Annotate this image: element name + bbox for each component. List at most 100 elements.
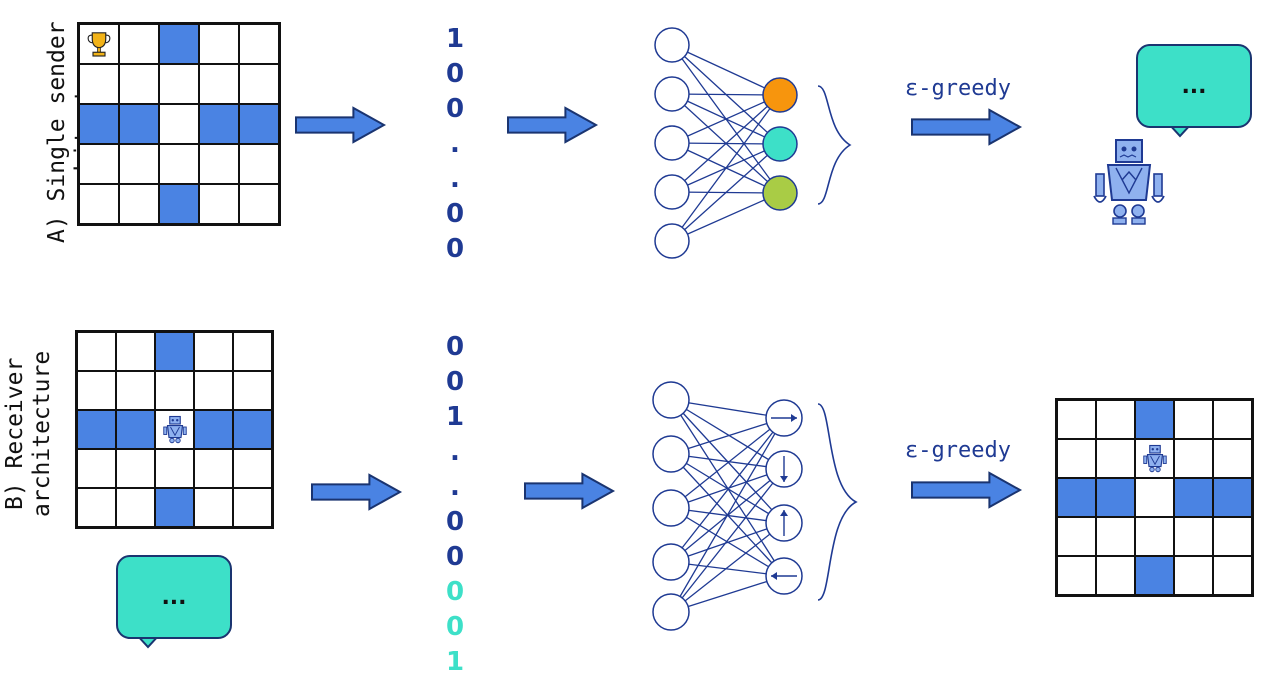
arrow-grid-to-bits-b — [311, 473, 403, 511]
grid-cell — [1057, 478, 1096, 517]
bit-value: 0 — [445, 612, 465, 642]
grid-cell — [239, 144, 279, 184]
input-node — [654, 76, 690, 112]
network-edge — [670, 417, 785, 613]
input-node — [652, 381, 690, 419]
arrow-grid-to-bits-a — [295, 106, 387, 144]
grid-cell — [1135, 439, 1174, 478]
network-edge — [670, 522, 785, 563]
grid-cell — [233, 410, 272, 449]
softmax-brace — [817, 403, 858, 601]
grid-cell — [77, 488, 116, 527]
grid-cell — [77, 449, 116, 488]
grid-cell — [119, 184, 159, 224]
grid-b-input — [75, 330, 274, 529]
network-edge — [670, 453, 785, 470]
network-edge — [670, 468, 785, 509]
grid-cell — [77, 410, 116, 449]
grid-cell — [116, 410, 155, 449]
grid-cell — [1174, 556, 1213, 595]
message-bubble-a: ... — [1136, 44, 1252, 128]
grid-cell — [1174, 517, 1213, 556]
output-node — [762, 77, 798, 113]
grid-cell — [159, 184, 199, 224]
grid-cell — [239, 184, 279, 224]
grid-cell — [1057, 517, 1096, 556]
grid-cell — [119, 144, 159, 184]
input-node — [652, 435, 690, 473]
grid-cell — [1213, 439, 1252, 478]
grid-cell — [155, 449, 194, 488]
network-edge — [671, 94, 781, 193]
network-edge — [670, 522, 785, 613]
grid-cell — [1096, 439, 1135, 478]
grid-cell — [116, 332, 155, 371]
bit-value: 0 — [445, 234, 465, 264]
grid-cell — [1135, 556, 1174, 595]
input-node — [652, 489, 690, 527]
grid-cell — [1174, 439, 1213, 478]
robot-icon — [1093, 139, 1165, 225]
network-edge — [671, 94, 781, 242]
robot-icon — [160, 415, 190, 445]
network-edge — [670, 561, 785, 577]
bit-value: 0 — [445, 59, 465, 89]
grid-cell — [116, 449, 155, 488]
grid-cell — [1096, 400, 1135, 439]
grid-cell — [1135, 400, 1174, 439]
network-edge — [671, 93, 781, 96]
grid-cell — [1174, 478, 1213, 517]
grid-cell — [1057, 400, 1096, 439]
input-node — [654, 223, 690, 259]
bit-value: 1 — [445, 647, 465, 677]
arrow-left-icon — [771, 572, 797, 580]
network-edge — [670, 575, 785, 613]
grid-cell — [1135, 517, 1174, 556]
grid-cell — [1213, 478, 1252, 517]
network-edge — [671, 192, 781, 242]
bit-value: . — [450, 129, 460, 159]
grid-cell — [233, 449, 272, 488]
grid-cell — [79, 64, 119, 104]
arrow-right-icon — [771, 414, 797, 422]
eps-greedy-b: ε-greedy — [905, 438, 1011, 463]
network-edge — [670, 417, 785, 509]
network-edge — [670, 399, 785, 470]
arrow-down-icon — [780, 456, 788, 482]
grid-cell — [77, 332, 116, 371]
grid-cell — [194, 410, 233, 449]
grid-cell — [119, 24, 159, 64]
grid-cell — [194, 488, 233, 527]
arrow-eps-a — [911, 108, 1023, 146]
grid-cell — [1057, 439, 1096, 478]
network-edge — [671, 44, 781, 96]
bit-value: 0 — [445, 507, 465, 537]
arrow-up-icon — [780, 510, 788, 536]
grid-cell — [199, 144, 239, 184]
grid-cell — [155, 488, 194, 527]
grid-cell — [119, 104, 159, 144]
trophy-icon — [84, 29, 114, 59]
grid-cell — [199, 184, 239, 224]
network-edge — [670, 468, 785, 613]
grid-b-output — [1055, 398, 1254, 597]
arrow-bits-to-net-b — [524, 472, 616, 510]
grid-cell — [79, 24, 119, 64]
grid-cell — [239, 24, 279, 64]
robot-icon — [1140, 444, 1170, 474]
grid-cell — [77, 371, 116, 410]
network-edge — [670, 417, 785, 455]
grid-cell — [1096, 556, 1135, 595]
output-node — [762, 175, 798, 211]
network-edge — [671, 94, 781, 144]
output-node — [762, 126, 798, 162]
bit-value: . — [450, 472, 460, 502]
eps-greedy-a: ε-greedy — [905, 76, 1011, 101]
network-edge — [671, 143, 781, 242]
message-bubble-b: ... — [116, 555, 232, 639]
grid-cell — [239, 64, 279, 104]
grid-cell — [194, 332, 233, 371]
grid-cell — [1096, 478, 1135, 517]
softmax-brace — [817, 85, 852, 205]
